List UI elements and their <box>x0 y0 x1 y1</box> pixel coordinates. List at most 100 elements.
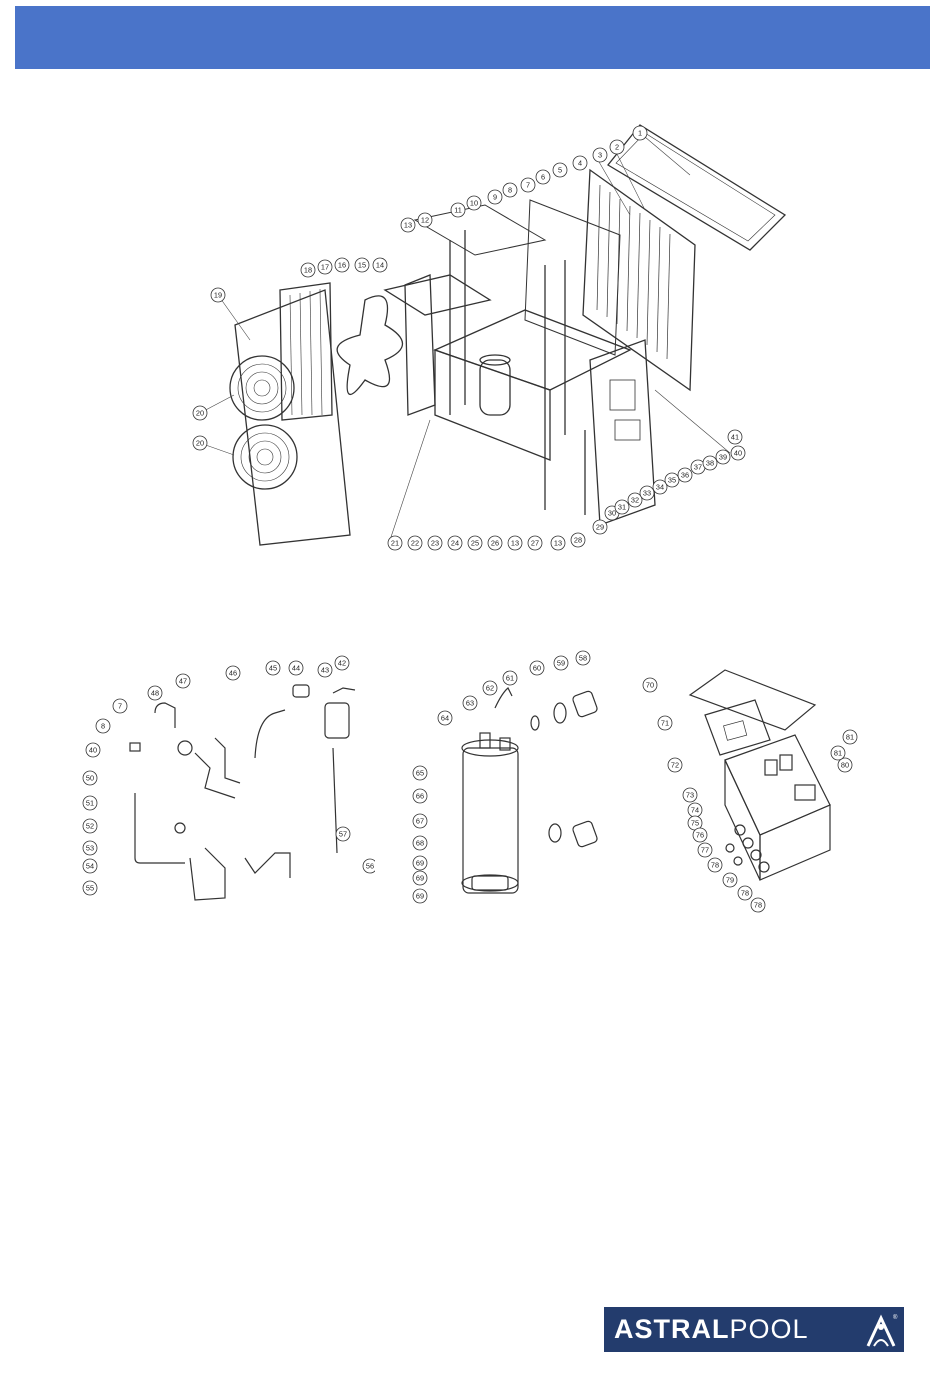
callout-number: 17 <box>321 263 329 272</box>
callout-number: 69 <box>416 892 424 901</box>
callout-number: 75 <box>691 819 699 828</box>
callout-number: 71 <box>661 719 669 728</box>
callout-number: 78 <box>711 861 719 870</box>
callout-number: 2 <box>615 143 619 152</box>
callout-number: 6 <box>541 173 545 182</box>
callout-number: 14 <box>376 261 384 270</box>
callout-number: 7 <box>526 181 530 190</box>
callout-number: 1 <box>638 129 642 138</box>
callout-number: 12 <box>421 216 429 225</box>
filter-drier <box>325 703 349 738</box>
callout-number: 44 <box>292 664 300 673</box>
control-board <box>705 700 770 755</box>
callout-number: 31 <box>618 503 626 512</box>
callout-number: 42 <box>338 659 346 668</box>
callout-number: 65 <box>416 769 424 778</box>
callout-number: 8 <box>101 722 105 731</box>
callout-number: 15 <box>358 261 366 270</box>
callout-number: 66 <box>416 792 424 801</box>
callout-number: 41 <box>731 433 739 442</box>
titanium-exchanger <box>463 748 518 893</box>
compressor <box>480 360 510 415</box>
callout-number: 40 <box>89 746 97 755</box>
callout-number: 26 <box>491 539 499 548</box>
callout-number: 24 <box>451 539 459 548</box>
callout-number: 53 <box>86 844 94 853</box>
callout-number: 10 <box>470 199 478 208</box>
astralpool-triangle-icon: ® <box>864 1312 898 1348</box>
exploded-view-main: 1234567891011121314151617181920212223242… <box>150 115 790 555</box>
callout-number: 70 <box>646 681 654 690</box>
callout-number: 61 <box>506 674 514 683</box>
callout-number: 81 <box>834 749 842 758</box>
callout-number: 37 <box>694 463 702 472</box>
water-connector-bottom <box>572 820 598 848</box>
callout-number: 58 <box>579 654 587 663</box>
callout-number: 50 <box>86 774 94 783</box>
callout-number: 47 <box>179 677 187 686</box>
callout-number: 77 <box>701 846 709 855</box>
fan-blade <box>337 296 402 395</box>
callout-number: 27 <box>531 539 539 548</box>
callouts-exchanger: 5859606162636465666768696969 <box>413 651 590 903</box>
callout-number: 81 <box>846 733 854 742</box>
callout-number: 38 <box>706 459 714 468</box>
callout-number: 20 <box>196 439 204 448</box>
callouts-pipes: 4078484746454443425051525354555657 <box>83 656 375 895</box>
callout-number: 19 <box>214 291 222 300</box>
registered-mark: ® <box>893 1314 898 1321</box>
callout-number: 11 <box>454 206 462 215</box>
callout-number: 21 <box>391 539 399 548</box>
callout-number: 4 <box>578 159 582 168</box>
callout-number: 36 <box>681 471 689 480</box>
callout-number: 60 <box>533 664 541 673</box>
callout-number: 80 <box>841 761 849 770</box>
logo-text-light: POOL <box>730 1314 809 1344</box>
callout-number: 51 <box>86 799 94 808</box>
callout-number: 29 <box>596 523 604 532</box>
fan-guard-bottom <box>233 425 297 489</box>
callout-number: 5 <box>558 166 562 175</box>
callout-number: 76 <box>696 831 704 840</box>
callout-number: 52 <box>86 822 94 831</box>
header-band <box>15 6 930 69</box>
callout-number: 64 <box>441 714 449 723</box>
callout-number: 33 <box>643 489 651 498</box>
callout-number: 57 <box>339 830 347 839</box>
callout-number: 13 <box>554 539 562 548</box>
callout-number: 45 <box>269 664 277 673</box>
callout-number: 62 <box>486 684 494 693</box>
fan-guard-top <box>230 356 294 420</box>
callout-number: 35 <box>668 476 676 485</box>
astralpool-logo: ASTRALPOOL ® <box>604 1307 904 1352</box>
callout-number: 32 <box>631 496 639 505</box>
sight-glass <box>293 685 309 697</box>
exploded-view-piping: 4078484746454443425051525354555657 <box>75 648 375 913</box>
callout-number: 18 <box>304 266 312 275</box>
callout-number: 13 <box>404 221 412 230</box>
callout-number: 79 <box>726 876 734 885</box>
callout-number: 39 <box>719 453 727 462</box>
callout-number: 43 <box>321 666 329 675</box>
callout-number: 56 <box>366 862 374 871</box>
callout-number: 16 <box>338 261 346 270</box>
callout-number: 40 <box>734 449 742 458</box>
callout-number: 54 <box>86 862 94 871</box>
callout-number: 8 <box>508 186 512 195</box>
callout-number: 67 <box>416 817 424 826</box>
front-panel <box>235 290 350 545</box>
callout-number: 34 <box>656 483 664 492</box>
callout-number: 72 <box>671 761 679 770</box>
callout-number: 63 <box>466 699 474 708</box>
callout-number: 68 <box>416 839 424 848</box>
callout-number: 25 <box>471 539 479 548</box>
callout-number: 69 <box>416 874 424 883</box>
water-connector-top <box>572 690 598 718</box>
logo-text-bold: ASTRAL <box>614 1314 730 1344</box>
callout-number: 78 <box>741 889 749 898</box>
callout-number: 20 <box>196 409 204 418</box>
callout-number: 59 <box>557 659 565 668</box>
